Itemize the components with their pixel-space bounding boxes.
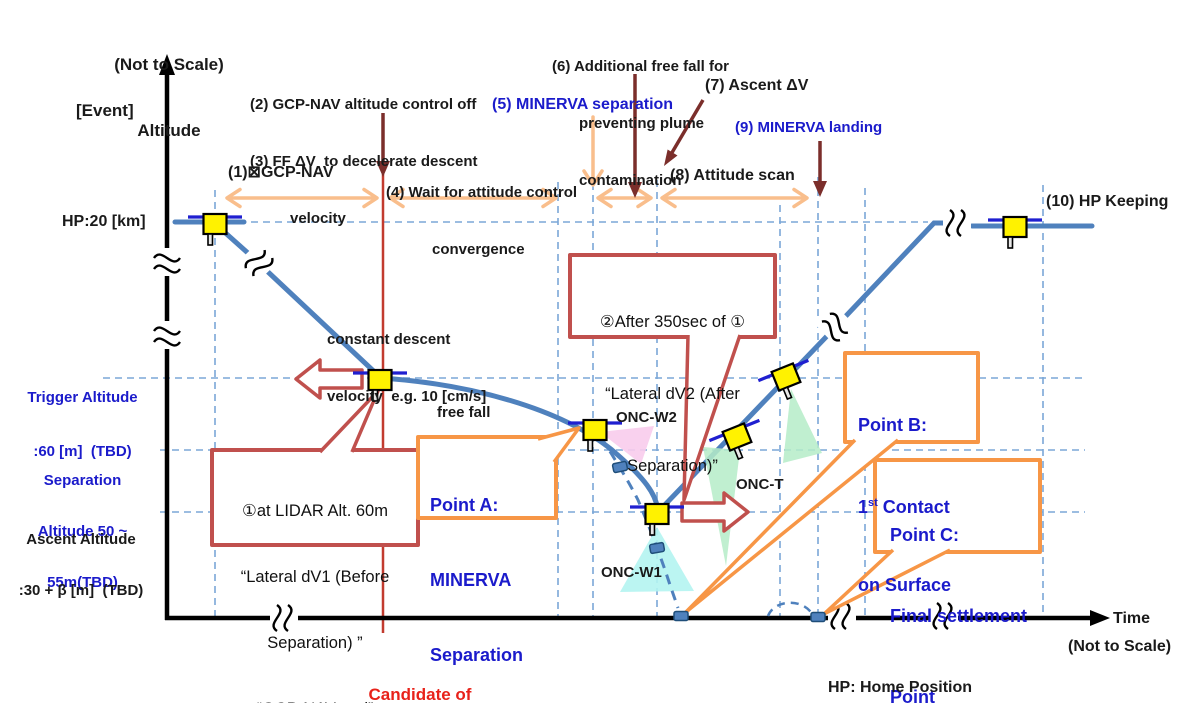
onc-t-label: ONC-T [736,476,784,493]
event-8-annotation: (8) Attitude scan [670,167,795,184]
lateral-dv1-arrow [294,358,364,400]
x-axis-note: (Not to Scale) [1068,638,1172,655]
simulation-epoch-label: Candidate of Simulation Epoch [368,685,472,703]
lidar-callout-text: ①at LIDAR Alt. 60m “Lateral dV1 (Before … [240,502,390,703]
ascent-altitude-label: Ascent Altitude :30 + β [m] (TBD) [18,531,144,599]
minerva-path [599,436,815,617]
event-1-annotation: (1)⊠GCP-NAV [228,164,334,181]
lidar-callout-box [210,448,420,547]
event-2-3-annotation: (2) GCP-NAV altitude control off (3) FF … [250,96,478,227]
onc-w2-label: ONC-W2 [616,409,677,426]
point-b-box [843,351,980,444]
hp-home-position-note: HP: Home Position [828,679,973,696]
point-c-text: Point C: Final settlement Point [890,525,1028,703]
event-6-annotation: (6) Additional free fall for preventing … [552,58,729,189]
event-4-annotation: (4) Wait for attitude control convergenc… [386,184,578,258]
event-axis-label: [Event] [76,101,134,120]
y-axis-label: Altitude [137,121,201,140]
event-pointer-arrows [376,74,827,198]
point-a-box [416,435,558,520]
event-5-annotation: (5) MINERVA separation [492,96,674,113]
after350-callout-box [568,253,777,339]
event-10-annotation: (10) HP Keeping [1046,193,1169,210]
point-a-text: Point A: MINERVA Separation [430,495,524,665]
constant-descent-label: constant descent velocity e.g. 10 [cm/s] [327,331,487,405]
lateral-dv2-arrow [680,491,750,533]
free-fall-label: free fall [437,404,491,421]
onc-w2-fov [600,426,654,464]
callout-boxes [210,253,1042,616]
after350-callout-text: ②After 350sec of ① “Lateral dV2 (After S… [599,313,746,475]
trigger-altitude-label: Trigger Altitude :60 [m] (TBD) [27,389,138,460]
separation-altitude-label: Separation Altitude 50 ~ 55m(TBD) [37,472,128,591]
y-axis-note: (Not to Scale) [114,55,224,74]
event-span-arrows [225,115,809,209]
hp-level-label: HP:20 [km] [62,213,146,230]
point-c-box [873,458,1042,554]
point-b-text: Point B: 1st Contact on Surface [858,415,952,595]
event-7-annotation: (7) Ascent ΔV [705,77,809,94]
x-axis-label: Time [1113,610,1151,627]
lateral-dv-arrows [294,358,750,533]
onc-w1-fov [620,527,694,592]
onc-t-fov-2 [783,389,822,463]
onc-w1-label: ONC-W1 [601,564,662,581]
y-axis-title: (Not to Scale) Altitude [95,10,243,164]
event-9-annotation: (9) MINERVA landing [735,119,883,136]
